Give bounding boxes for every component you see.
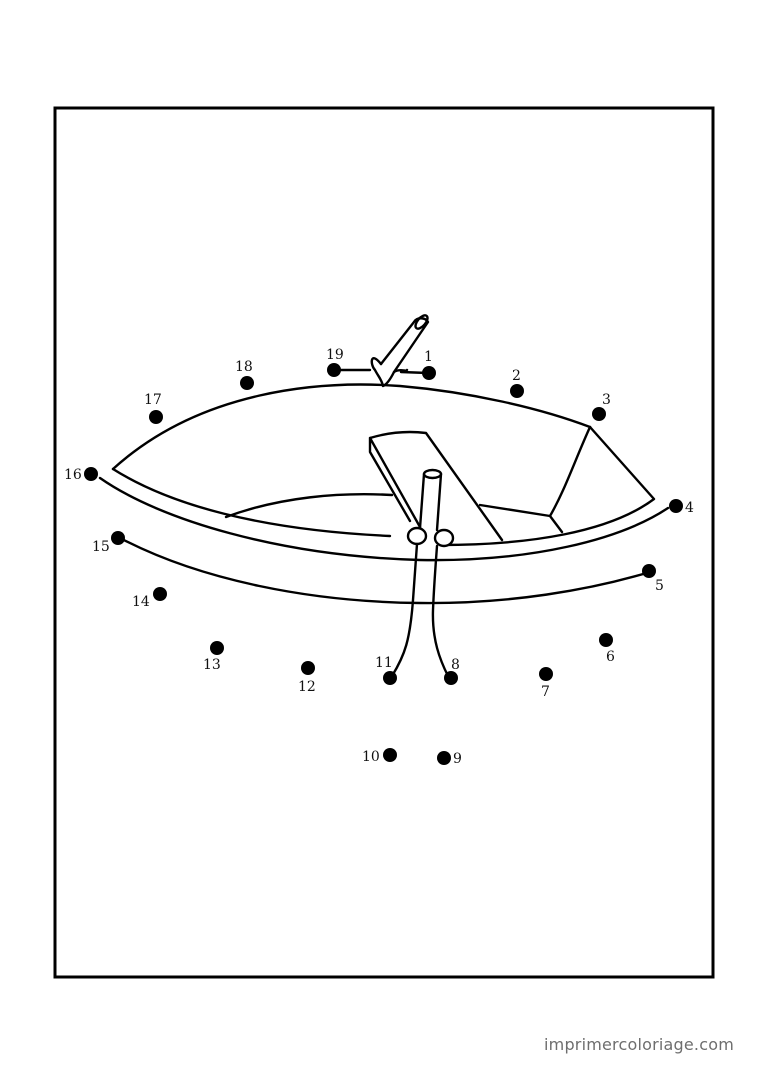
dot-10 [383, 748, 397, 762]
dots: 1 2 3 4 5 6 7 8 9 10 11 12 13 14 15 16 1 [64, 347, 694, 767]
oar-leg-left [390, 542, 419, 678]
dot-12 [301, 661, 315, 675]
dot-label-11: 11 [375, 655, 393, 671]
dot-9 [437, 751, 451, 765]
dot-11 [383, 671, 397, 685]
dot-18 [240, 376, 254, 390]
dot-label-9: 9 [453, 751, 462, 767]
dot-label-6: 6 [606, 649, 615, 665]
dot-4 [669, 499, 683, 513]
dot-label-19: 19 [326, 347, 344, 363]
dot-6 [599, 633, 613, 647]
dot-label-8: 8 [451, 657, 460, 673]
boat-seat-back [478, 503, 552, 518]
dot-label-12: 12 [298, 679, 316, 695]
dot-15 [111, 531, 125, 545]
dot-label-18: 18 [235, 359, 253, 375]
dot-label-10: 10 [362, 749, 380, 765]
oar-leg-right [431, 544, 450, 678]
boat-keel [118, 536, 652, 605]
dot-label-4: 4 [685, 500, 694, 516]
dot-17 [149, 410, 163, 424]
dot-5 [642, 564, 656, 578]
rear-oarlock-arms [334, 368, 430, 375]
dot-label-5: 5 [655, 578, 664, 594]
page-frame [53, 106, 715, 979]
boat-seat [368, 430, 504, 542]
dot-1 [422, 366, 436, 380]
dot-7 [539, 667, 553, 681]
dot-label-15: 15 [92, 539, 110, 555]
dot-label-2: 2 [512, 368, 521, 384]
dot-19 [327, 363, 341, 377]
rear-oarlock [370, 357, 409, 388]
dot-label-14: 14 [132, 594, 150, 610]
dot-label-7: 7 [541, 684, 550, 700]
dot-13 [210, 641, 224, 655]
rear-oar-end [414, 314, 429, 330]
dot-label-16: 16 [64, 467, 82, 483]
boat-floor-line [224, 493, 394, 519]
boat-stern-panel [438, 425, 656, 547]
oar-top [422, 468, 443, 480]
dot-8 [444, 671, 458, 685]
dot-2 [510, 384, 524, 398]
dot-label-13: 13 [203, 657, 221, 673]
dot-label-17: 17 [144, 392, 162, 408]
dot-label-1: 1 [424, 349, 433, 365]
dot-3 [592, 407, 606, 421]
boat-stern-inner [548, 425, 592, 534]
oarlock-right [433, 528, 455, 548]
oar-shaft [418, 472, 443, 532]
oarlock-left [406, 526, 428, 546]
site-credit: imprimercoloriage.com [544, 1035, 734, 1054]
dot-14 [153, 587, 167, 601]
dot-label-3: 3 [602, 392, 611, 408]
boat-drawing [98, 314, 670, 678]
dot-16 [84, 467, 98, 481]
boat-hull-inner [111, 467, 392, 538]
boat-hull-outer [98, 476, 670, 562]
